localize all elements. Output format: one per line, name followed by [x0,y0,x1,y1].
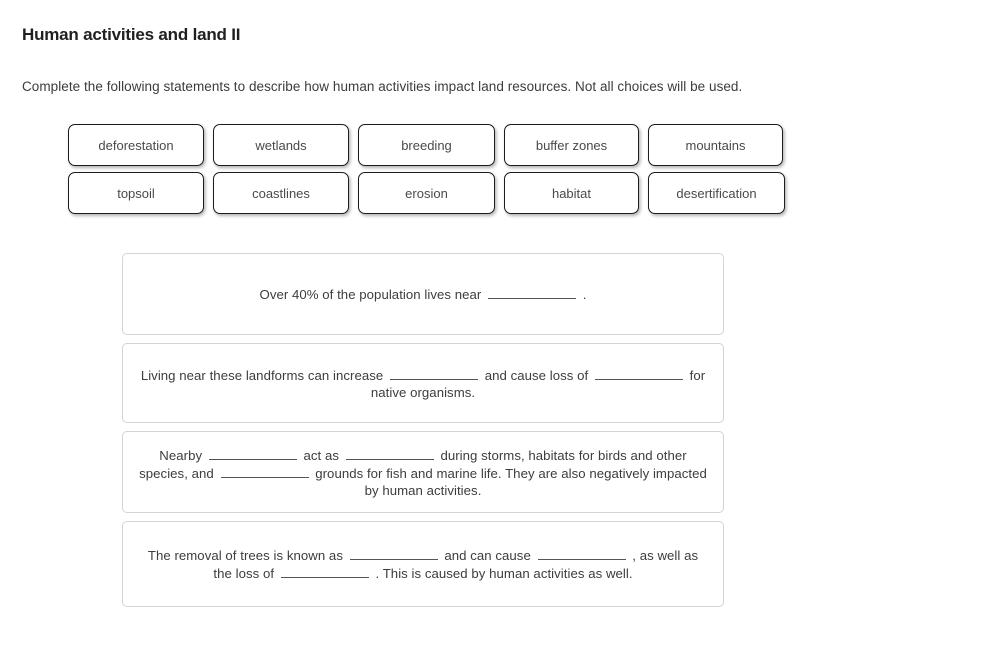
statement-box-2: Living near these landforms can increase… [122,343,724,423]
page-title: Human activities and land II [22,25,241,44]
statement-segment: Nearby [159,447,203,463]
choice-tile-mountains[interactable]: mountains [648,124,783,166]
choice-tile-label: topsoil [117,185,155,201]
choice-row-1: deforestation wetlands breeding buffer z… [68,124,794,166]
choice-tile-erosion[interactable]: erosion [358,172,495,214]
statement-box-1: Over 40% of the population lives near . [122,253,724,335]
statement-text-4: The removal of trees is known as and can… [137,546,709,582]
answer-blank[interactable] [280,564,369,578]
choice-tile-desertification[interactable]: desertification [648,172,785,214]
answer-blank[interactable] [488,285,577,299]
answer-blank[interactable] [537,546,626,560]
statement-segment: , as well as the loss of [213,548,699,581]
statement-segment: The removal of trees is known as [147,548,343,563]
choice-tile-label: erosion [405,185,448,201]
statement-segment: . This is caused by human activities as … [375,566,633,581]
answer-blank[interactable] [349,546,438,560]
choice-tile-label: buffer zones [535,137,608,153]
statement-segment: and can cause [444,548,531,563]
statement-text-2: Living near these landforms can increase… [137,366,709,401]
statement-text-1: Over 40% of the population lives near . [260,285,587,303]
answer-blank[interactable] [220,464,309,478]
answer-blank[interactable] [345,446,434,460]
choice-tile-habitat[interactable]: habitat [504,172,639,214]
answer-blank[interactable] [389,366,478,380]
statement-segment: during storms, habitats for birds and ot… [139,447,687,481]
choice-tile-breeding[interactable]: breeding [358,124,495,166]
choice-tile-topsoil[interactable]: topsoil [68,172,204,214]
choice-tile-coastlines[interactable]: coastlines [213,172,349,214]
statement-box-3: Nearby act as during storms, habitats fo… [122,431,724,513]
statement-segment: Over 40% of the population lives near [259,287,482,302]
statement-segment: grounds for fish and marine life. They a… [315,465,707,498]
answer-blank[interactable] [208,446,297,460]
statement-segment: and cause loss of [484,367,589,383]
choice-tile-buffer-zones[interactable]: buffer zones [504,124,639,166]
choice-tile-label: breeding [401,137,452,153]
answer-blank[interactable] [594,366,683,380]
choice-tile-label: desertification [676,185,757,201]
choice-tile-wetlands[interactable]: wetlands [213,124,349,166]
statements-list: Over 40% of the population lives near . … [122,253,724,615]
statement-text-3: Nearby act as during storms, habitats fo… [137,446,709,499]
choice-row-2: topsoil coastlines erosion habitat deser… [68,172,794,214]
choice-tile-label: mountains [685,137,746,153]
choice-tile-deforestation[interactable]: deforestation [68,124,204,166]
choice-tile-label: wetlands [255,137,307,153]
statement-segment: for native organisms. [370,367,706,400]
statement-segment: . [582,287,587,302]
choice-tile-label: coastlines [252,185,310,201]
instructions-text: Complete the following statements to des… [22,79,743,94]
statement-segment: Living near these landforms can increase [140,367,384,383]
choice-tile-label: deforestation [98,137,174,153]
statement-box-4: The removal of trees is known as and can… [122,521,724,607]
choice-tile-label: habitat [551,185,592,201]
choice-bank: deforestation wetlands breeding buffer z… [68,124,794,220]
statement-segment: act as [303,447,340,463]
